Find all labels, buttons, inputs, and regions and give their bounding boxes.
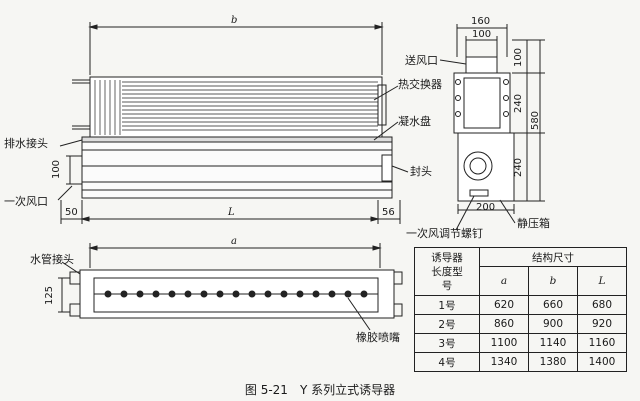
table-cell-L: 920: [577, 314, 627, 334]
table-row: 3号 1100 1140 1160: [414, 333, 627, 353]
table-header-dims: 结构尺寸: [479, 247, 627, 267]
table-cell-model: 4号: [414, 352, 480, 372]
dim-100-inlet: 100: [51, 159, 63, 180]
dim-a: a: [231, 236, 237, 247]
table-cell-L: 680: [577, 295, 627, 315]
table-col-b: b: [528, 266, 578, 296]
drain-pan-label: 凝水盘: [398, 115, 431, 128]
dim-240-lower: 240: [513, 157, 525, 178]
table-cell-a: 1340: [479, 352, 529, 372]
rubber-nozzle-label: 橡胶喷嘴: [356, 331, 400, 344]
spec-table: 诱导器长度型号 结构尺寸 a b L 1号 620 660 680 2号 860…: [414, 247, 627, 372]
table-cell-b: 660: [528, 295, 578, 315]
table-header-model: 诱导器长度型号: [414, 247, 480, 296]
table-cell-L: 1160: [577, 333, 627, 353]
dim-580: 580: [530, 110, 542, 131]
table-row: 2号 860 900 920: [414, 314, 627, 334]
table-cell-a: 1100: [479, 333, 529, 353]
table-col-a: a: [479, 266, 529, 296]
supply-outlet-label: 送风口: [405, 54, 438, 67]
dim-50: 50: [65, 207, 78, 218]
table-row: 4号 1340 1380 1400: [414, 352, 627, 372]
dim-200: 200: [476, 202, 496, 213]
table-cell-a: 860: [479, 314, 529, 334]
dim-56: 56: [382, 207, 395, 218]
table-cell-b: 1140: [528, 333, 578, 353]
table-cell-model: 1号: [414, 295, 480, 315]
table-cell-a: 620: [479, 295, 529, 315]
table-row: 1号 620 660 680: [414, 295, 627, 315]
table-cell-b: 900: [528, 314, 578, 334]
table-cell-model: 3号: [414, 333, 480, 353]
dim-100-right: 100: [513, 47, 525, 68]
water-pipe-connector-label: 水管接头: [30, 253, 74, 266]
dim-L: L: [228, 207, 235, 218]
primary-air-inlet-label: 一次风口: [4, 195, 48, 208]
dim-125: 125: [44, 285, 56, 306]
table-cell-b: 1380: [528, 352, 578, 372]
figure-caption: 图 5-21 Y 系列立式诱导器: [244, 383, 396, 397]
primary-air-screw-label: 一次风调节螺钉: [406, 227, 483, 240]
table-cell-L: 1400: [577, 352, 627, 372]
table-col-L: L: [577, 266, 627, 296]
heat-exchanger-label: 热交换器: [398, 78, 442, 91]
drain-connector-label: 排水接头: [4, 137, 48, 150]
static-box-label: 静压箱: [517, 217, 550, 230]
dim-b: b: [231, 15, 238, 26]
table-cell-model: 2号: [414, 314, 480, 334]
dim-100-top: 100: [472, 29, 492, 40]
dim-160: 160: [471, 16, 491, 27]
end-cap-label: 封头: [410, 165, 432, 178]
dim-240-upper: 240: [513, 93, 525, 114]
